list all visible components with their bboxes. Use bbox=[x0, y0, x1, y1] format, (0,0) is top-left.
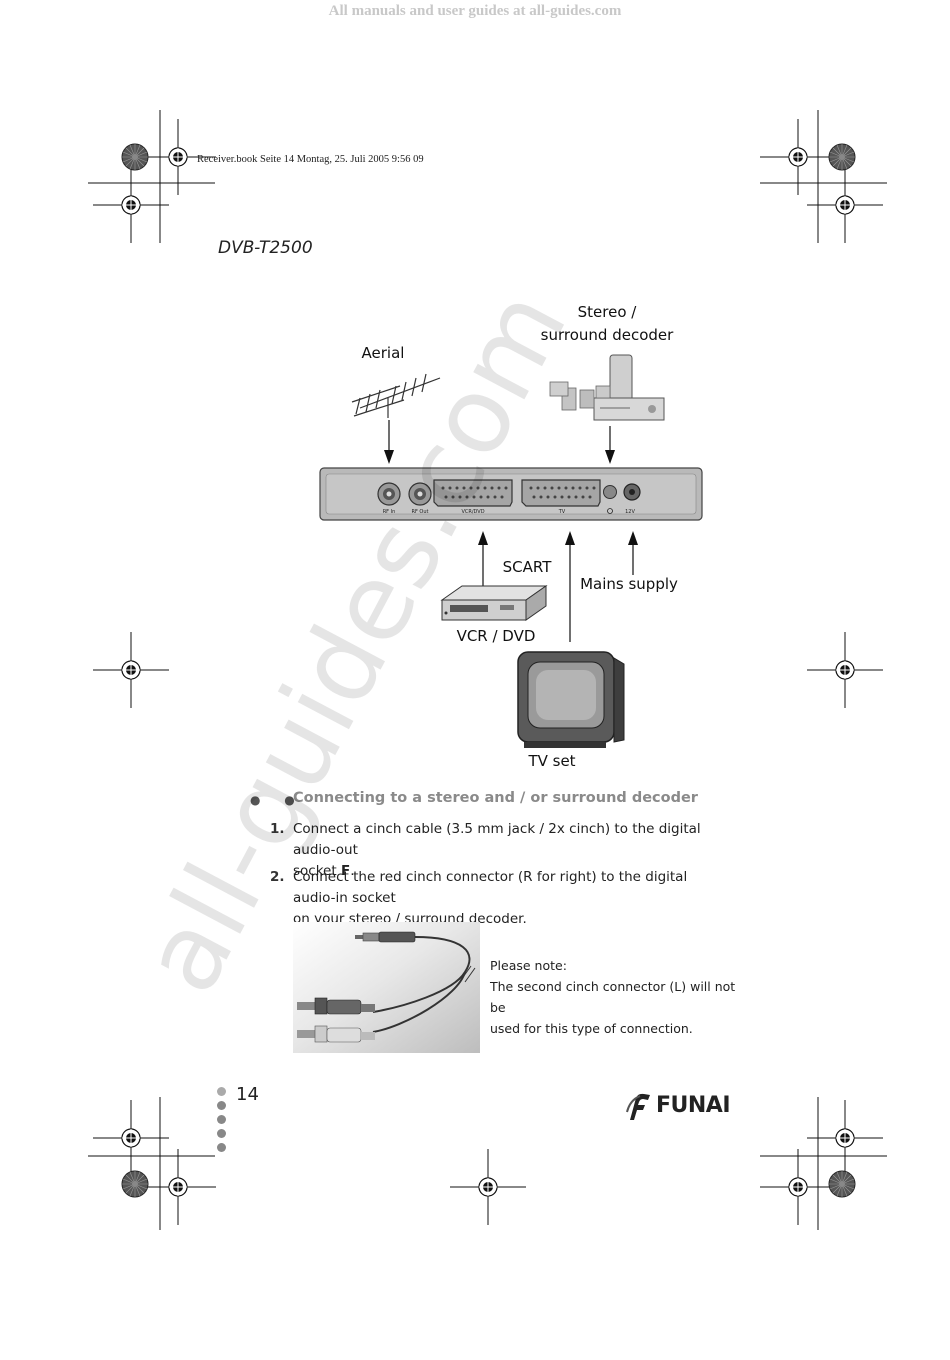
label-stereo-line2: surround decoder bbox=[541, 326, 674, 344]
step-number: 1. bbox=[270, 821, 285, 837]
label-stereo-line1: Stereo / bbox=[578, 303, 638, 321]
port-label-rf-in: RF In bbox=[383, 509, 396, 515]
brand-logo: FUNAI bbox=[656, 1093, 731, 1118]
dot bbox=[217, 1129, 226, 1138]
audio-out-icon bbox=[607, 508, 613, 514]
aerial-icon bbox=[351, 373, 441, 418]
step-text-part: . bbox=[350, 863, 355, 879]
label-vcr-dvd: VCR / DVD bbox=[457, 627, 536, 645]
dot bbox=[217, 1115, 226, 1124]
label-mains-supply: Mains supply bbox=[580, 575, 678, 593]
step-number: 2. bbox=[270, 869, 285, 885]
step-line: socket F. bbox=[293, 861, 733, 882]
port-label-tv: TV bbox=[558, 509, 566, 515]
step-text: Connect a cinch cable (3.5 mm jack / 2x … bbox=[293, 819, 733, 882]
dot bbox=[217, 1143, 226, 1152]
step-line: Connect the red cinch connector (R for r… bbox=[293, 869, 688, 906]
label-aerial: Aerial bbox=[362, 344, 405, 362]
note-line: used for this type of connection. bbox=[490, 1021, 693, 1036]
note-line: The second cinch connector (L) will not … bbox=[490, 979, 736, 1015]
page-number: 14 bbox=[236, 1084, 259, 1105]
step-line: Connect a cinch cable (3.5 mm jack / 2x … bbox=[293, 821, 701, 858]
print-info: Receiver.book Seite 14 Montag, 25. Juli … bbox=[197, 154, 424, 165]
connection-diagram: RF In RF Out VCR/DVD TV 12V Aerial Stere… bbox=[319, 303, 703, 770]
port-label-rf-out: RF Out bbox=[411, 509, 428, 515]
model-name: DVB-T2500 bbox=[218, 238, 313, 258]
step-text: Connect the red cinch connector (R for r… bbox=[293, 867, 733, 930]
socket-reference: F bbox=[340, 863, 351, 879]
site-banner: All manuals and user guides at all-guide… bbox=[328, 3, 622, 19]
step-text-part: socket bbox=[293, 863, 341, 879]
funai-logo-icon bbox=[626, 1093, 650, 1120]
port-label-power: 12V bbox=[625, 509, 635, 515]
receiver-back-panel: RF In RF Out VCR/DVD TV 12V bbox=[319, 467, 703, 521]
cinch-cable-photo bbox=[293, 922, 480, 1053]
section-bullets: ● ● bbox=[250, 793, 305, 807]
port-label-vcr-dvd: VCR/DVD bbox=[461, 509, 484, 515]
label-scart: SCART bbox=[503, 558, 553, 576]
page-dots bbox=[217, 1087, 226, 1157]
tv-set-icon bbox=[517, 651, 625, 748]
note-box: Please note: The second cinch connector … bbox=[490, 955, 740, 1039]
section-title: Connecting to a stereo and / or surround… bbox=[293, 790, 698, 806]
dot bbox=[217, 1101, 226, 1110]
label-tv-set: TV set bbox=[527, 752, 575, 770]
stereo-decoder-icon bbox=[549, 354, 665, 421]
note-heading: Please note: bbox=[490, 958, 567, 973]
dot bbox=[217, 1087, 226, 1096]
vcr-dvd-icon bbox=[440, 585, 548, 621]
